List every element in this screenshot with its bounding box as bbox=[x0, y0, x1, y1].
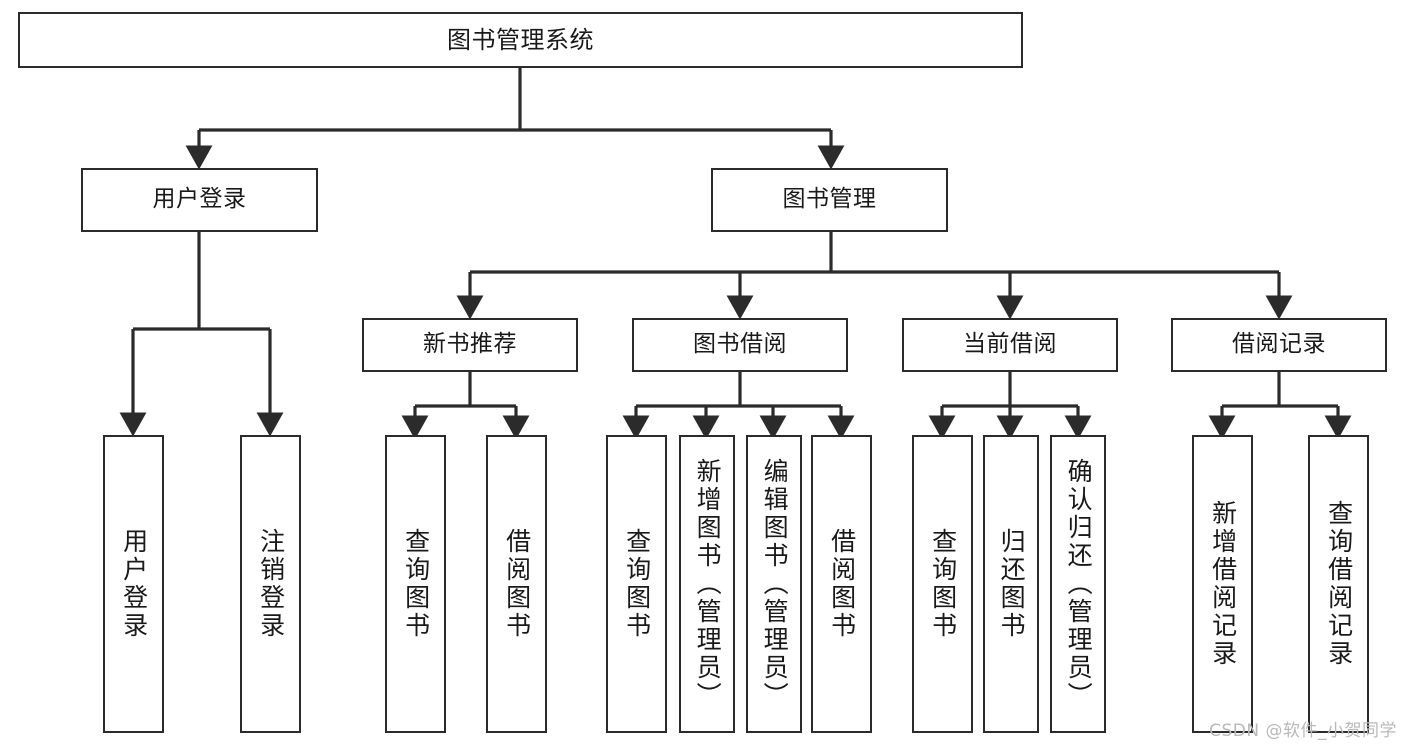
node-leaf-edit-book[interactable]: 编辑图书（管理员） bbox=[746, 435, 802, 733]
node-leaf-borrow-book-2-label: 借阅图书 bbox=[827, 528, 857, 640]
node-user-login[interactable]: 用户登录 bbox=[81, 168, 318, 232]
node-current-borrow[interactable]: 当前借阅 bbox=[902, 318, 1118, 372]
node-leaf-query-book-3[interactable]: 查询图书 bbox=[912, 435, 973, 733]
node-root[interactable]: 图书管理系统 bbox=[18, 12, 1023, 68]
node-current-borrow-label: 当前借阅 bbox=[963, 331, 1057, 358]
node-leaf-return-book-label: 归还图书 bbox=[997, 528, 1027, 640]
node-leaf-query-book-1[interactable]: 查询图书 bbox=[385, 435, 446, 733]
node-leaf-borrow-book-1[interactable]: 借阅图书 bbox=[486, 435, 547, 733]
node-leaf-query-book-3-label: 查询图书 bbox=[928, 528, 958, 640]
node-leaf-add-book-label: 新增图书（管理员） bbox=[693, 458, 723, 710]
node-book-borrow-label: 图书借阅 bbox=[693, 331, 787, 358]
node-user-login-label: 用户登录 bbox=[152, 186, 247, 213]
node-leaf-borrow-book-1-label: 借阅图书 bbox=[502, 528, 532, 640]
node-leaf-user-login[interactable]: 用户登录 bbox=[103, 435, 164, 733]
node-book-manage-label: 图书管理 bbox=[782, 186, 877, 213]
node-book-manage[interactable]: 图书管理 bbox=[711, 168, 948, 232]
node-leaf-confirm-return-label: 确认归还（管理员） bbox=[1064, 458, 1094, 710]
node-leaf-query-book-2-label: 查询图书 bbox=[622, 528, 652, 640]
node-leaf-confirm-return[interactable]: 确认归还（管理员） bbox=[1050, 435, 1106, 733]
node-leaf-query-book-2[interactable]: 查询图书 bbox=[606, 435, 667, 733]
node-leaf-logout[interactable]: 注销登录 bbox=[240, 435, 301, 733]
node-leaf-borrow-book-2[interactable]: 借阅图书 bbox=[811, 435, 872, 733]
node-leaf-add-record-label: 新增借阅记录 bbox=[1208, 500, 1238, 668]
node-leaf-add-book[interactable]: 新增图书（管理员） bbox=[679, 435, 735, 733]
node-leaf-query-book-1-label: 查询图书 bbox=[401, 528, 431, 640]
node-leaf-return-book[interactable]: 归还图书 bbox=[983, 435, 1039, 733]
node-root-label: 图书管理系统 bbox=[447, 25, 594, 54]
node-leaf-edit-book-label: 编辑图书（管理员） bbox=[760, 458, 790, 710]
node-leaf-add-record[interactable]: 新增借阅记录 bbox=[1192, 435, 1253, 733]
node-leaf-query-record[interactable]: 查询借阅记录 bbox=[1308, 435, 1369, 733]
node-leaf-logout-label: 注销登录 bbox=[256, 528, 286, 640]
node-new-book-rec[interactable]: 新书推荐 bbox=[362, 318, 578, 372]
node-leaf-user-login-label: 用户登录 bbox=[119, 528, 149, 640]
node-borrow-record[interactable]: 借阅记录 bbox=[1171, 318, 1387, 372]
csdn-watermark: CSDN @软件_小贺同学 bbox=[1209, 721, 1397, 741]
node-borrow-record-label: 借阅记录 bbox=[1232, 331, 1326, 358]
node-book-borrow[interactable]: 图书借阅 bbox=[632, 318, 848, 372]
node-new-book-rec-label: 新书推荐 bbox=[423, 331, 517, 358]
node-leaf-query-record-label: 查询借阅记录 bbox=[1324, 500, 1354, 668]
